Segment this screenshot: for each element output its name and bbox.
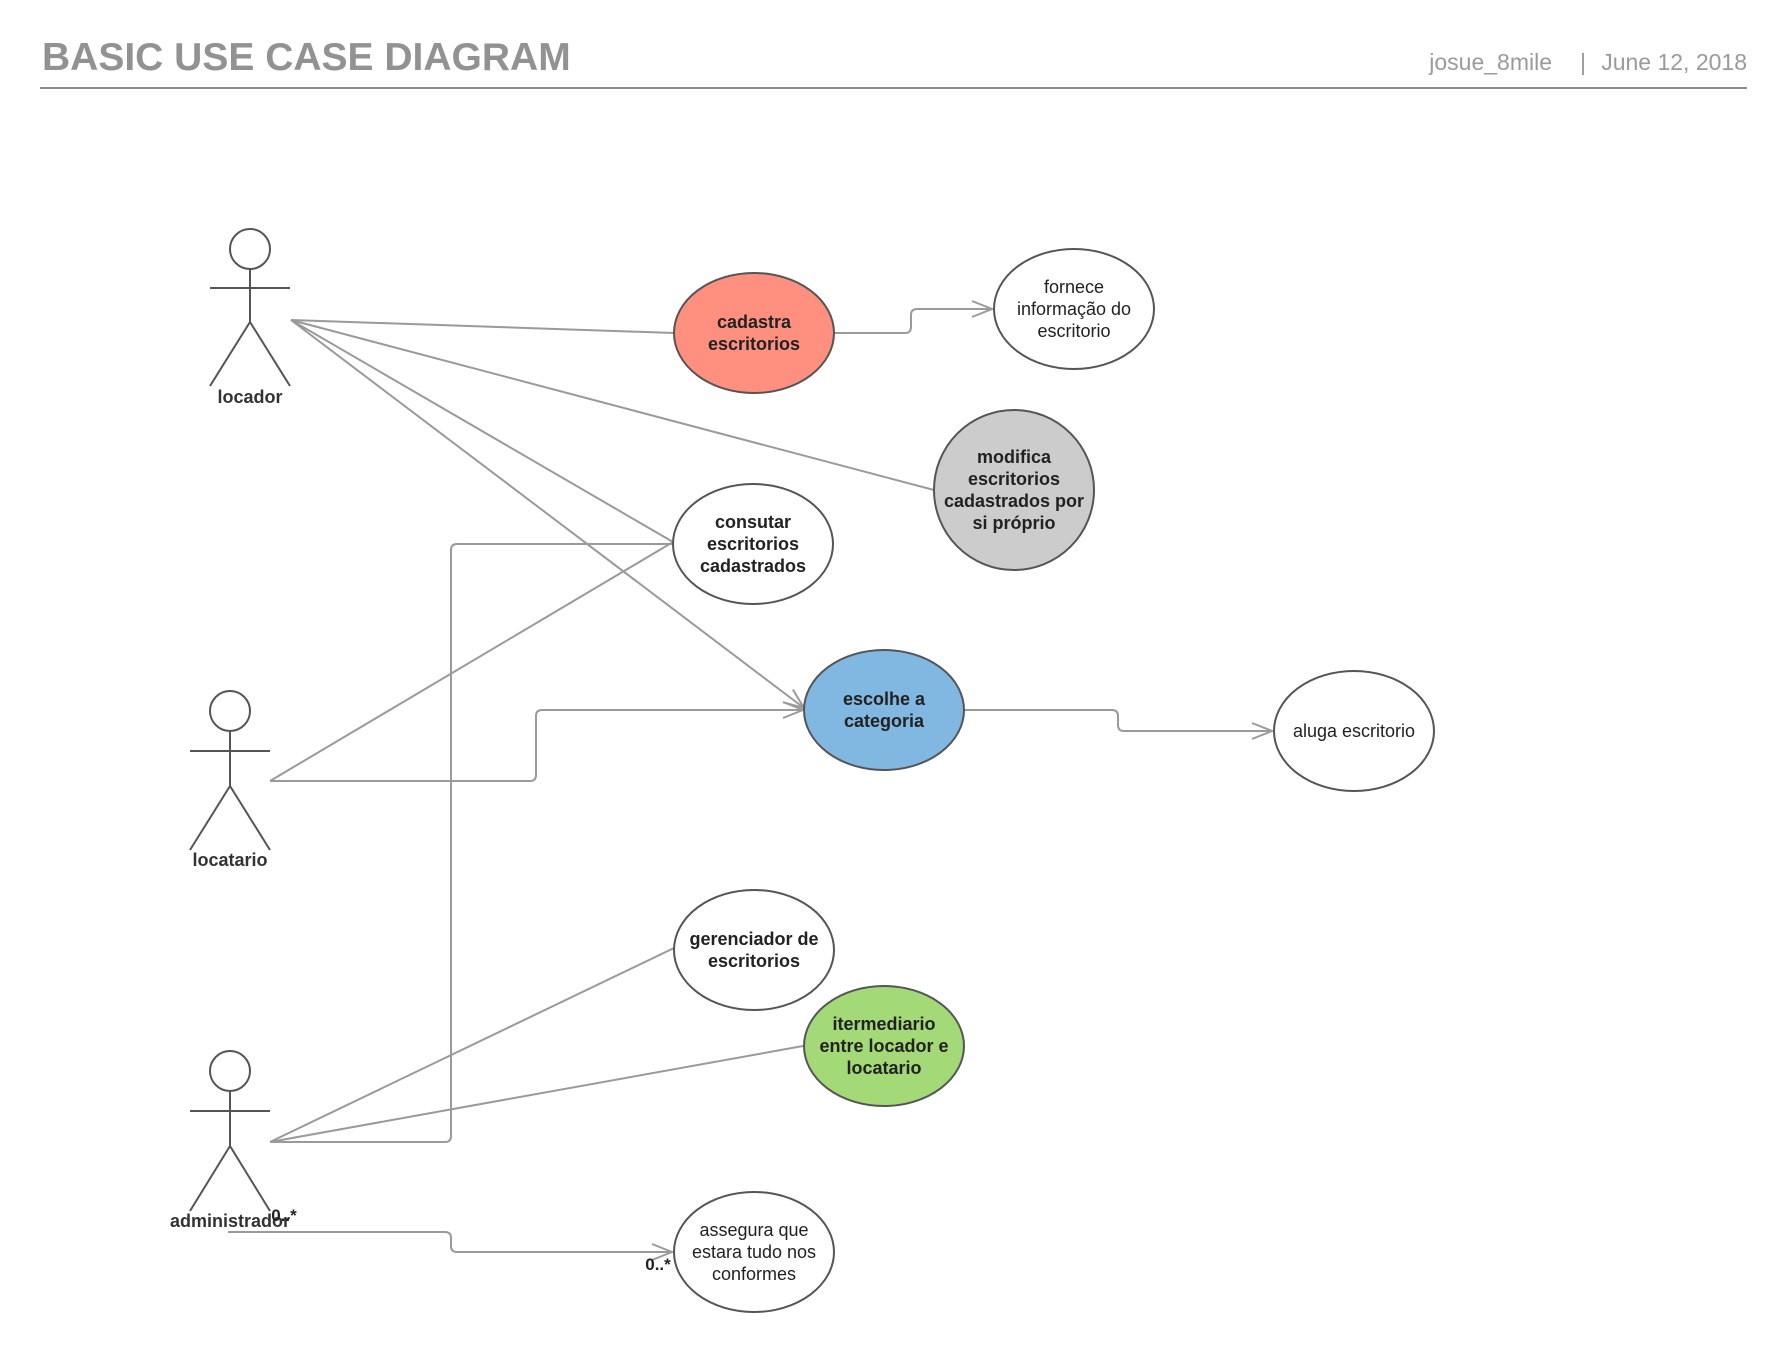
use-case-label-line: itermediario xyxy=(832,1014,935,1034)
header-date: June 12, 2018 xyxy=(1601,49,1747,75)
use-case-label-line: entre locador e xyxy=(819,1036,948,1056)
use-case-label-line: escritorios xyxy=(707,534,799,554)
connector-locador-cadastra xyxy=(290,319,675,334)
header-author: josue_8mile xyxy=(1428,49,1552,75)
use-case-label-line: locatario xyxy=(846,1058,921,1078)
use-case-label: aluga escritorio xyxy=(1293,721,1415,741)
multiplicity-source: 0..* xyxy=(271,1206,297,1225)
use-case-label-line: cadastrados por xyxy=(944,491,1084,511)
actor-locatario[interactable]: locatario xyxy=(189,690,271,870)
connector-administrador-assegura xyxy=(228,1231,672,1252)
use-case-label-line: aluga escritorio xyxy=(1293,721,1415,741)
use-case-aluga-escritorio[interactable]: aluga escritorio xyxy=(1273,670,1435,792)
use-case-label-line: escolhe a xyxy=(843,689,926,709)
connector-locador-escolhe xyxy=(290,319,804,708)
actor-label-locatario: locatario xyxy=(192,850,267,870)
actor-label-administrador: administrador xyxy=(170,1211,290,1231)
use-case-label-line: assegura que xyxy=(699,1220,808,1240)
use-case-label-line: cadastra xyxy=(717,312,792,332)
use-case-label-line: informação do xyxy=(1017,299,1131,319)
actor-locador[interactable]: locador xyxy=(209,228,291,407)
use-case-label-line: modifica xyxy=(977,447,1052,467)
use-case-label-line: escritorios xyxy=(708,334,800,354)
use-case-label-line: categoria xyxy=(844,711,925,731)
use-case-label-line: cadastrados xyxy=(700,556,806,576)
connector-cadastra-fornece xyxy=(834,309,992,334)
actor-administrador[interactable]: administrador xyxy=(170,1050,290,1231)
connector-administrador-gerenciador xyxy=(269,947,675,1143)
use-case-label-line: escritorio xyxy=(1037,321,1110,341)
multiplicity-target: 0..* xyxy=(645,1255,671,1274)
use-case-label-line: si próprio xyxy=(972,513,1055,533)
use-case-label-line: consutar xyxy=(715,512,791,532)
use-case-label-line: conformes xyxy=(712,1264,796,1284)
actor-label-locador: locador xyxy=(217,387,282,407)
use-case-label-line: escritorios xyxy=(708,951,800,971)
connector-locatario-consutar xyxy=(269,541,674,782)
use-case-label-line: escritorios xyxy=(968,469,1060,489)
use-case-label-line: fornece xyxy=(1044,277,1104,297)
connector-locador-modifica xyxy=(290,319,935,491)
connector-locador-consutar xyxy=(290,319,674,543)
page-title: BASIC USE CASE DIAGRAM xyxy=(42,36,571,79)
connector-escolhe-aluga xyxy=(964,709,1272,731)
connector-administrador-consutar xyxy=(270,543,673,1143)
use-case-label-line: estara tudo nos xyxy=(692,1242,816,1262)
connector-locatario-escolhe xyxy=(270,710,803,782)
header-separator: | xyxy=(1580,49,1586,75)
use-case-label-line: gerenciador de xyxy=(689,929,818,949)
connector-administrador-itermediario xyxy=(269,1045,804,1143)
